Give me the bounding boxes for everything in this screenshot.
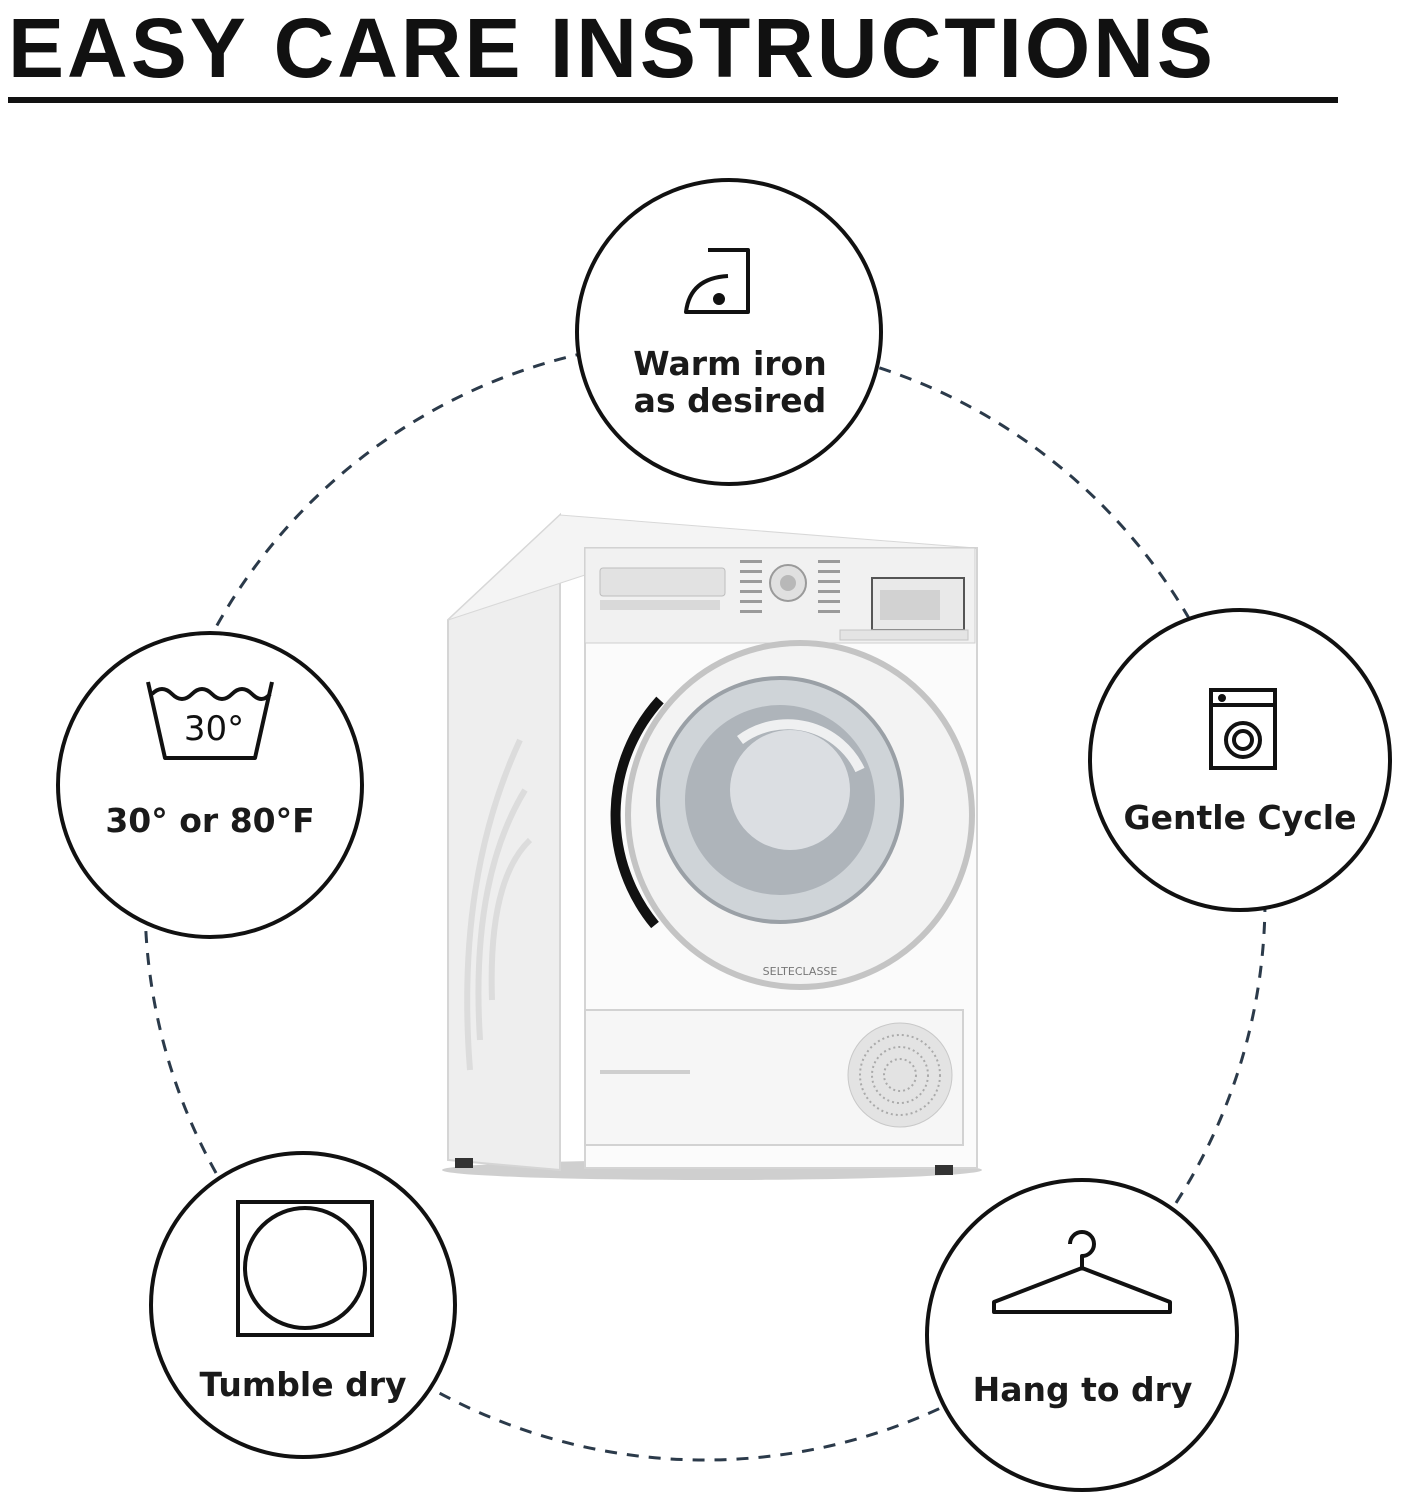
dryer-machine-image: SELTECLASSE	[442, 512, 982, 1180]
hang-to-dry-label: Hang to dry	[972, 1370, 1193, 1409]
badge-wash-30: 30°	[56, 631, 364, 939]
gentle-cycle-icon	[1209, 688, 1277, 770]
warm-iron-label: Warm iron as desired	[600, 344, 860, 420]
warm-iron-icon	[684, 248, 750, 314]
tumble-dry-icon	[236, 1200, 374, 1337]
badge-hang-to-dry	[925, 1178, 1239, 1492]
badge-tumble-dry	[149, 1151, 457, 1459]
badge-gentle-cycle	[1088, 608, 1392, 912]
warm-iron-label-line1: Warm iron	[633, 344, 827, 383]
title-underline	[8, 97, 1338, 103]
tumble-dry-label: Tumble dry	[199, 1365, 407, 1404]
wash-temperature-label: 30° or 80°F	[105, 801, 315, 840]
badge-warm-iron	[575, 178, 883, 486]
warm-iron-label-line2: as desired	[633, 380, 827, 420]
wash-temperature-text: 30°	[184, 709, 244, 749]
page-title: EASY CARE INSTRUCTIONS	[8, 1, 1216, 95]
gentle-cycle-label: Gentle Cycle	[1123, 798, 1357, 837]
wash-tub-icon	[146, 681, 274, 760]
machine-brand-text: SELTECLASSE	[763, 965, 838, 978]
hanger-icon	[992, 1230, 1172, 1314]
